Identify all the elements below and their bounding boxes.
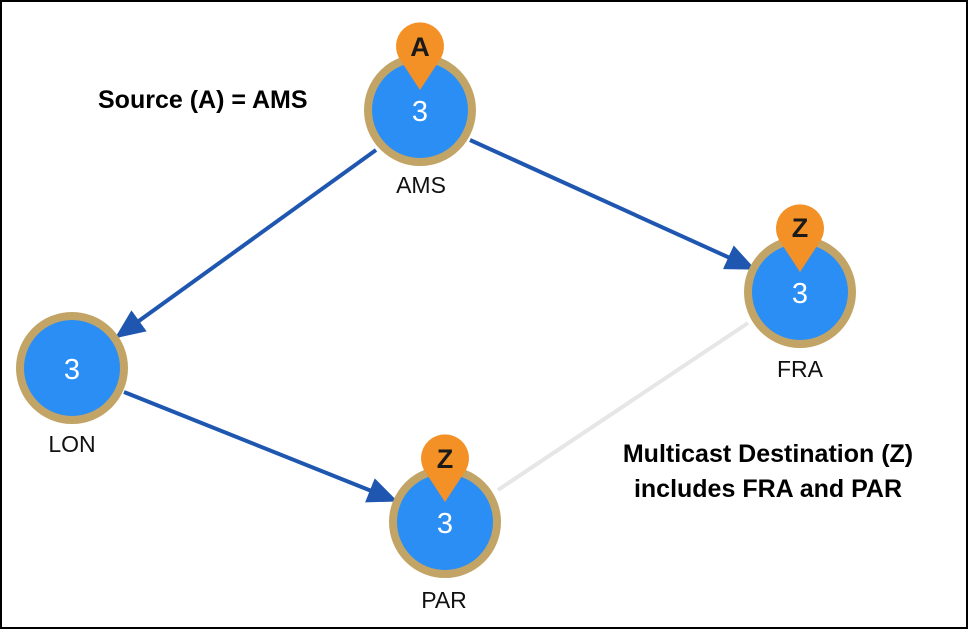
node-fra-label: FRA	[777, 356, 824, 382]
pin-label-fra: Z	[792, 213, 809, 243]
map-pin-icon: A	[396, 22, 444, 90]
node-par-label: PAR	[421, 587, 467, 613]
link-lon-par	[123, 390, 398, 503]
node-fra[interactable]: 3 FRA	[744, 236, 856, 382]
node-ams[interactable]: 3 AMS	[364, 54, 476, 198]
link-par-fra	[496, 321, 750, 492]
source-annotation: Source (A) = AMS	[98, 86, 308, 114]
link-ams-lon	[114, 148, 378, 339]
node-lon[interactable]: 3 LON	[16, 312, 128, 457]
link-ams-fra	[469, 138, 756, 270]
node-fra-count: 3	[792, 278, 808, 310]
node-lon-count: 3	[64, 354, 80, 386]
node-par-count: 3	[437, 508, 453, 540]
pin-label-ams: A	[410, 32, 430, 62]
node-ams-count: 3	[412, 96, 428, 128]
destination-annotation-line1: Multicast Destination (Z)	[623, 440, 913, 468]
map-pin-icon: Z	[776, 204, 825, 272]
pin-label-par: Z	[437, 444, 454, 474]
node-lon-label: LON	[48, 431, 95, 457]
destination-annotation-line2: includes FRA and PAR	[634, 475, 902, 503]
node-ams-label: AMS	[396, 172, 446, 198]
map-pin-icon: Z	[421, 434, 470, 502]
